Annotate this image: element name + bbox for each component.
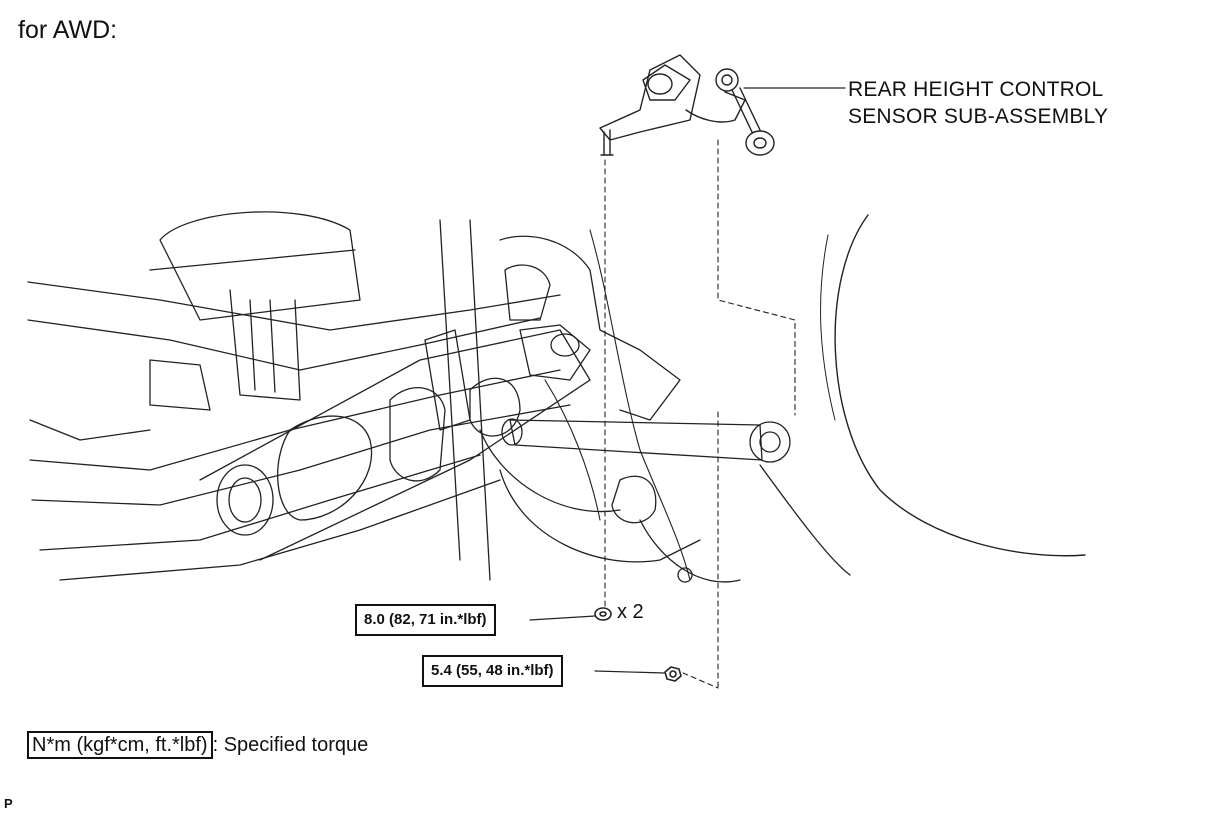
nut-quantity: x 2 xyxy=(617,601,644,623)
nut-icon xyxy=(664,666,682,682)
part-callout-line-1: REAR HEIGHT CONTROL xyxy=(848,78,1104,101)
figure-title: for AWD: xyxy=(18,16,118,44)
link-arm xyxy=(501,418,851,576)
tire-outline xyxy=(834,214,1086,557)
legend-unit-box: N*m (kgf*cm, ft.*lbf) xyxy=(27,731,213,759)
torque-leader-2 xyxy=(594,670,665,674)
frame-rails xyxy=(27,211,571,581)
part-callout: REAR HEIGHT CONTROL SENSOR SUB-ASSEMBLY xyxy=(848,76,1108,130)
part-callout-line-2: SENSOR SUB-ASSEMBLY xyxy=(848,105,1109,128)
torque-legend: N*m (kgf*cm, ft.*lbf): Specified torque xyxy=(27,731,369,759)
torque-box-nut: 8.0 (82, 71 in.*lbf) xyxy=(355,604,496,636)
height-sensor-assembly xyxy=(599,54,775,156)
tire-inner xyxy=(820,234,836,421)
torque-leader-1 xyxy=(529,615,596,621)
wire-harness-2 xyxy=(544,379,601,521)
wire-harness xyxy=(589,229,691,581)
legend-text: : Specified torque xyxy=(212,734,369,756)
figure-code: P xyxy=(4,796,13,811)
torque-box-bolt: 5.4 (55, 48 in.*lbf) xyxy=(422,655,563,687)
nut-icon xyxy=(594,607,612,621)
dashed-guides xyxy=(604,139,796,689)
crossmember xyxy=(199,219,591,581)
knuckle xyxy=(469,235,741,583)
